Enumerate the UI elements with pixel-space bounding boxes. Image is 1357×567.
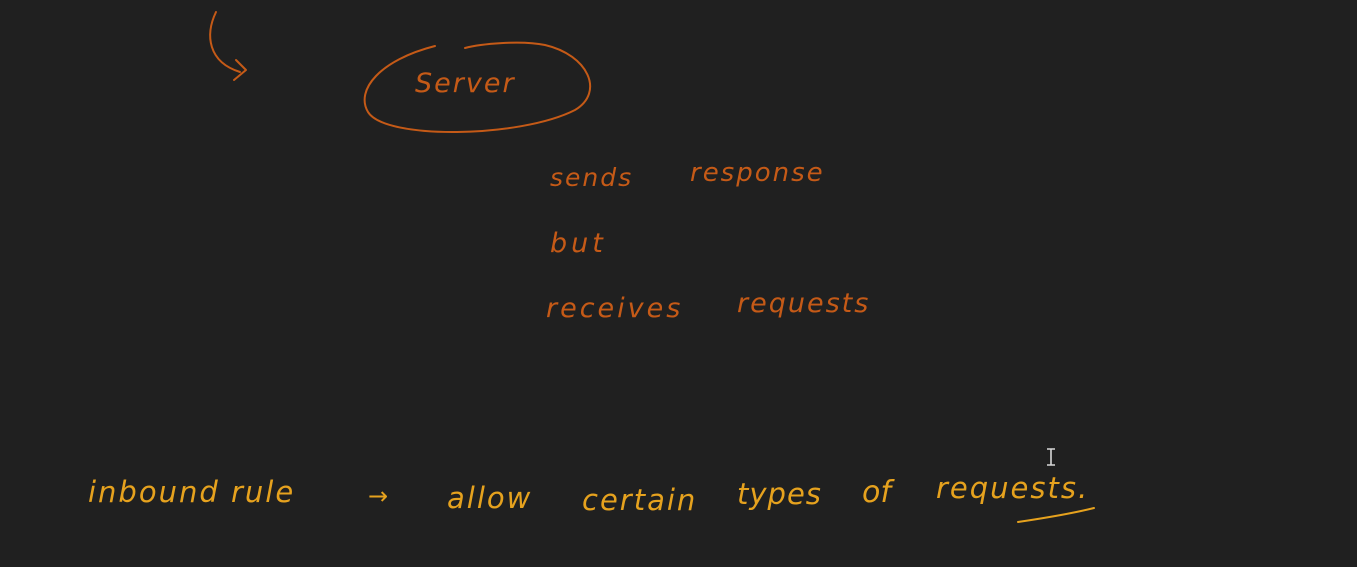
requests-underline-stroke bbox=[1017, 507, 1095, 523]
note-allow: allow bbox=[447, 481, 533, 515]
server-label: Server bbox=[415, 68, 516, 99]
note-sends: sends bbox=[550, 163, 634, 192]
arrowhead-stroke bbox=[233, 59, 247, 81]
note-arrow: → bbox=[368, 482, 389, 510]
curved-arrow-stroke bbox=[209, 11, 241, 73]
note-of: of bbox=[862, 475, 891, 510]
note-response: response bbox=[690, 158, 825, 188]
note-requests: requests bbox=[737, 288, 871, 319]
note-receives: receives bbox=[546, 293, 684, 324]
note-requests-underlined: requests. bbox=[936, 471, 1090, 505]
note-but: but bbox=[550, 228, 607, 259]
note-certain: certain bbox=[582, 483, 698, 517]
text-ibeam-icon bbox=[1047, 448, 1055, 466]
note-types: types bbox=[737, 477, 822, 511]
note-inbound-rule: inbound rule bbox=[88, 475, 296, 509]
